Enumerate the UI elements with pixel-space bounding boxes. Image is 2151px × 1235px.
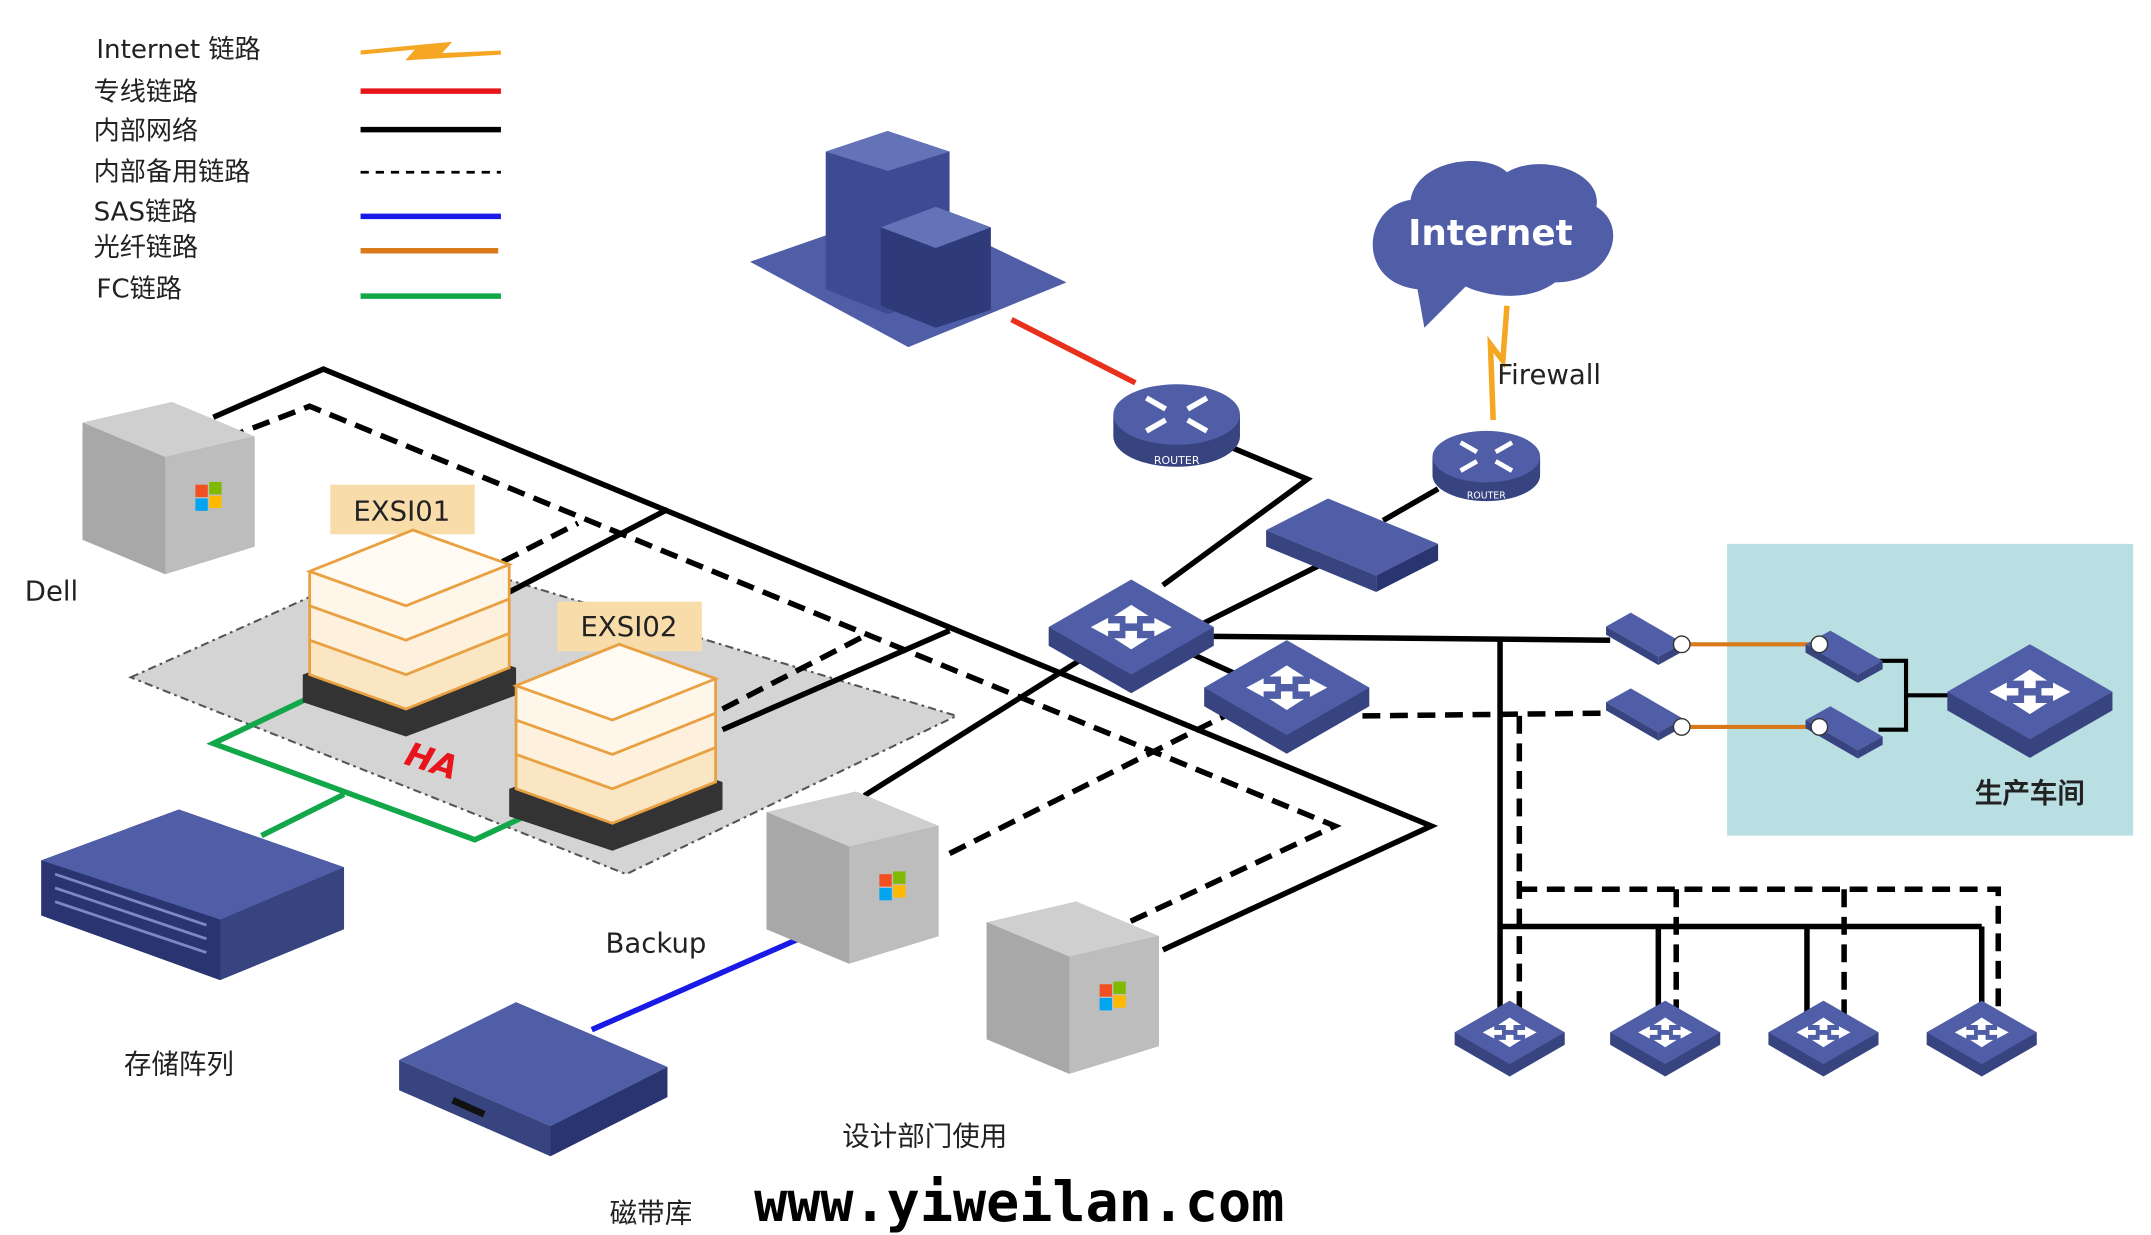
exsi02-label: EXSI02 <box>581 611 678 643</box>
legend-label: Internet 链路 <box>96 35 260 65</box>
dell-server: Dell <box>25 402 255 607</box>
legend-item-internal-network: 内部网络 <box>94 116 501 146</box>
access-switch-1 <box>1455 1001 1565 1077</box>
exsi01-host: EXSI01 <box>301 484 518 738</box>
links <box>206 305 2001 1033</box>
watermark: www.yiweilan.com <box>754 1170 1284 1234</box>
legend-label: 光纤链路 <box>94 233 199 263</box>
legend-item-leased-line: 专线链路 <box>94 78 501 108</box>
backup-server: Backup <box>606 791 939 964</box>
legend-label: 专线链路 <box>94 78 199 108</box>
sas-link <box>590 933 807 1033</box>
exsi01-label: EXSI01 <box>353 495 450 527</box>
core-to-workshop-link <box>1183 633 1611 643</box>
internet-cloud: Internet <box>1372 161 1614 328</box>
router-internet: ROUTER <box>1432 431 1540 502</box>
design-dept-label: 设计部门使用 <box>842 1120 1007 1152</box>
access-switch-4 <box>1927 1001 2037 1077</box>
internet-label: Internet <box>1408 213 1573 254</box>
design-dept-server: 设计部门使用 <box>842 901 1159 1152</box>
tape-label: 磁带库 <box>610 1197 693 1229</box>
dell-label: Dell <box>25 575 78 607</box>
media-converter-1 <box>1606 612 1691 665</box>
legend-label: FC链路 <box>96 275 182 305</box>
legend-label: 内部网络 <box>94 116 199 146</box>
workshop-label: 生产车间 <box>1975 778 2085 810</box>
legend-label: SAS链路 <box>94 197 198 227</box>
dell-backup-link <box>226 403 1342 925</box>
legend-item-fiber-link: 光纤链路 <box>94 233 499 263</box>
storage-label: 存储阵列 <box>124 1049 234 1081</box>
leased-line-link <box>1010 317 1137 386</box>
lightning-icon <box>360 41 502 61</box>
media-converter-2 <box>1606 688 1691 741</box>
fiber-links <box>1681 642 1820 729</box>
legend-label: 内部备用链路 <box>94 158 251 188</box>
tape-library: 磁带库 <box>399 1002 692 1229</box>
access-switch-2 <box>1610 1001 1720 1077</box>
router-to-firewall-link <box>1381 486 1440 523</box>
access-switch-3 <box>1768 1001 1878 1077</box>
legend: Internet 链路 专线链路 内部网络 内部备用链路 SAS链路 光纤链路 … <box>94 35 502 305</box>
legend-item-sas-link: SAS链路 <box>94 197 501 227</box>
storage-array: 存储阵列 <box>41 809 345 1081</box>
core-switch-2 <box>1204 640 1369 754</box>
legend-item-internet: Internet 链路 <box>96 35 502 65</box>
exsi02-host: EXSI02 <box>507 601 724 853</box>
router-label: ROUTER <box>1154 454 1200 467</box>
firewall-device-icon <box>1266 498 1439 593</box>
core2-to-workshop-backup-link <box>1362 710 1608 719</box>
workshop-converter-1 <box>1805 630 1883 683</box>
firewall-label: Firewall <box>1497 359 1601 391</box>
legend-item-fc-link: FC链路 <box>96 275 501 305</box>
workshop-converter-2 <box>1805 706 1883 759</box>
firewall-to-core-link <box>1196 562 1323 629</box>
internet-link <box>1487 305 1510 421</box>
legend-item-internal-backup-link: 内部备用链路 <box>94 158 501 188</box>
dell-link <box>212 366 1439 953</box>
router-to-core-link <box>1161 445 1313 588</box>
backup-label: Backup <box>606 928 707 960</box>
router-label: ROUTER <box>1467 491 1506 502</box>
headquarters-building-icon <box>750 131 1067 348</box>
router-leased-line: ROUTER <box>1113 384 1240 467</box>
